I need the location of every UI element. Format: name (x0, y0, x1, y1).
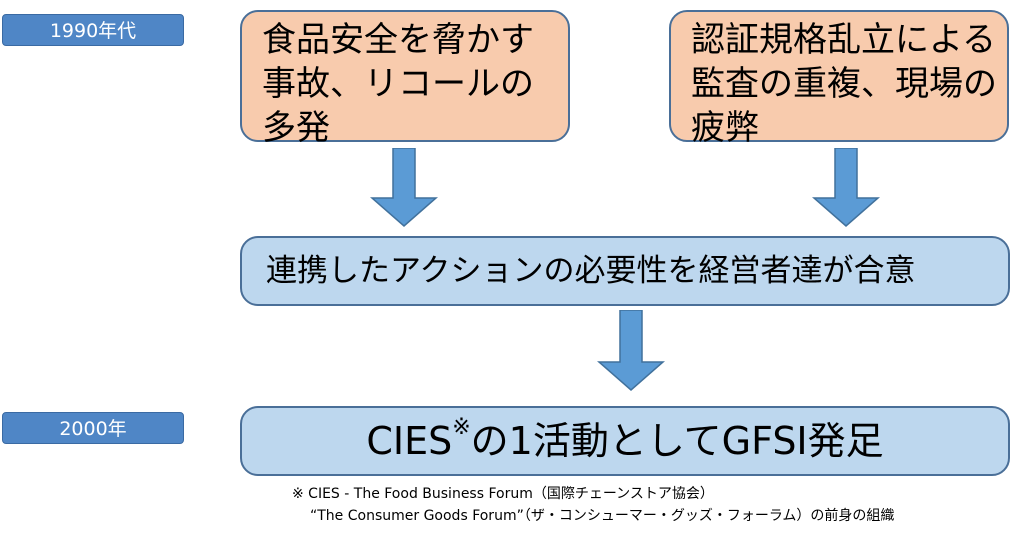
executive-agreement-box: 連携したアクションの必要性を経営者達が合意 (240, 236, 1010, 306)
box-text-line: 食品安全を脅かす (262, 20, 534, 60)
footnote-cies: ※ CIES - The Food Business Forum（国際チェーンス… (292, 486, 714, 502)
year-tag-1990s: 1990年代 (2, 14, 184, 46)
down-arrow-icon (370, 148, 438, 227)
box-text-line: 疲弊 (691, 108, 759, 148)
food-safety-accidents-box: 食品安全を脅かす 事故、リコールの 多発 (240, 10, 570, 148)
down-arrow-icon (812, 148, 880, 227)
gfsi-text-suffix: の1活動としてGFSI発足 (470, 419, 884, 463)
standards-proliferation-box: 認証規格乱立による 監査の重複、現場の 疲弊 (669, 10, 1009, 148)
footnote-consumer-goods-forum: “The Consumer Goods Forum”（ザ・コンシューマー・グッズ… (310, 508, 895, 524)
gfsi-launch-box: CIES※の1活動としてGFSI発足 (240, 406, 1010, 476)
year-tag-2000: 2000年 (2, 412, 184, 444)
footnote-mark: ※ (452, 415, 471, 441)
box-text-line: 監査の重複、現場の (691, 64, 997, 104)
box-text-line: 多発 (262, 108, 330, 148)
box-text-line: 事故、リコールの (262, 64, 534, 104)
gfsi-text-prefix: CIES (366, 419, 453, 463)
box-text-line: 認証規格乱立による (691, 20, 996, 60)
down-arrow-icon (597, 310, 665, 391)
